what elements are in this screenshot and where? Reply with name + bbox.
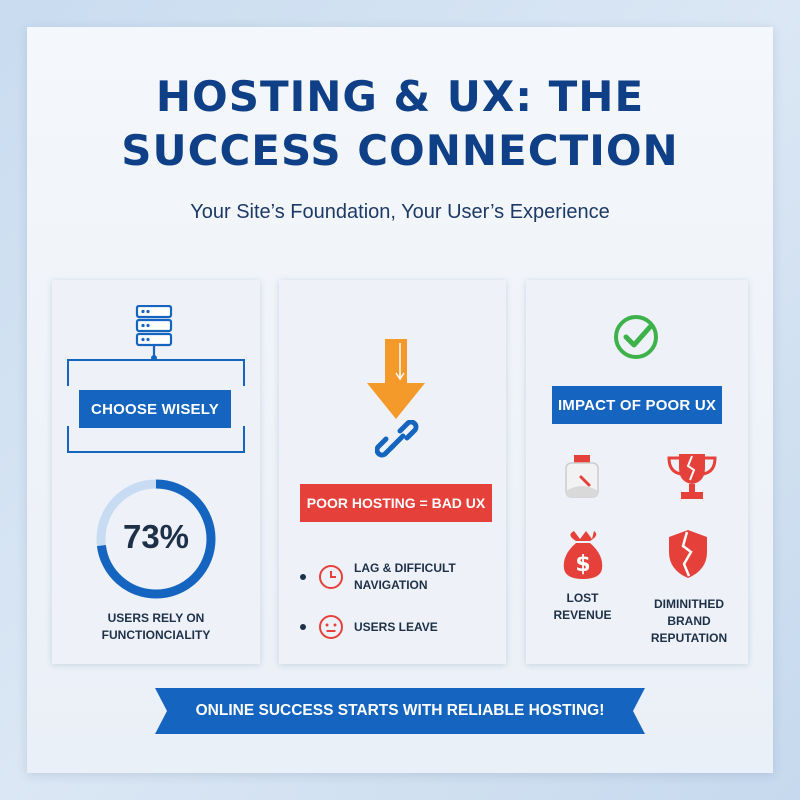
impact-item-line-1: LOST [566,591,599,605]
stat-caption-line-2: FUNCTIONCIALITY [101,628,211,642]
broken-shield-icon [669,530,707,578]
ribbon-shape [155,688,645,734]
list-item: LAG & DIFFICULT NAVIGATION [300,560,456,594]
impact-item-line-2: BRAND REPUTATION [650,614,728,645]
network-connector-frame [67,359,245,453]
title-line-1: HOSTING & UX: THE [155,72,645,121]
list-item-text: USERS LEAVE [354,619,438,634]
footer-ribbon: ONLINE SUCCESS STARTS WITH RELIABLE HOST… [155,688,645,734]
footer-banner-text: ONLINE SUCCESS STARTS WITH RELIABLE HOST… [195,702,605,719]
impact-item-brand-reputation: DIMINITHED BRAND REPUTATION [628,596,750,647]
page-title: HOSTING & UX: THE SUCCESS CONNECTION [0,70,800,178]
subtitle: Your Site’s Foundation, Your User’s Expe… [190,201,610,223]
list-item: USERS LEAVE [300,614,438,640]
svg-text:$: $ [575,552,590,577]
list-item-text: LAG & DIFFICULT NAVIGATION [354,560,456,594]
list-item-line-1: LAG & DIFFICULT [354,561,456,575]
sad-face-icon [319,615,343,639]
broken-gauge-icon [565,455,599,498]
broken-trophy-icon [667,454,717,499]
choose-wisely-label: CHOOSE WISELY [79,390,231,428]
list-item-line-2: NAVIGATION [354,578,428,592]
impact-item-line-1: DIMINITHED [654,597,724,611]
server-stack-icon [135,305,173,361]
impact-label: IMPACT OF POOR UX [552,386,722,424]
bullet-dot [300,574,306,580]
check-circle-icon [614,315,658,359]
clock-icon [319,565,343,589]
impact-item-line-2: REVENUE [553,608,612,622]
stat-ring [96,479,216,599]
title-line-2: SUCCESS CONNECTION [121,126,679,175]
stat-value: 73% [122,518,190,555]
money-bag-icon: $ [563,531,603,579]
poor-hosting-label: POOR HOSTING = BAD UX [300,484,492,522]
impact-item-lost-revenue: LOST REVENUE [545,590,620,624]
stat-caption: USERS RELY ON FUNCTIONCIALITY [60,610,252,644]
stat-caption-line-1: USERS RELY ON [107,611,205,625]
bullet-dot [300,624,306,630]
broken-link-icon [375,420,419,458]
arrow-down-icon [367,339,425,419]
